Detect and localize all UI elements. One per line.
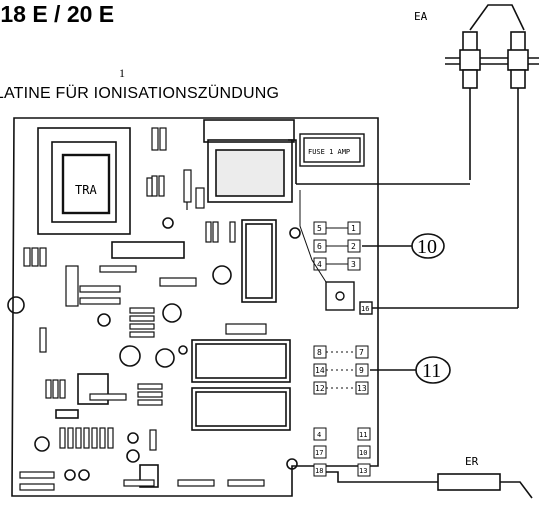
terminal-bottom-right: 11 10 13 (357, 427, 371, 477)
terminal-br-3: 13 (359, 467, 367, 475)
terminal-7: 7 (359, 348, 364, 357)
terminal-16 (325, 281, 373, 315)
terminal-12: 12 (315, 384, 325, 393)
board-outline (11, 117, 379, 497)
terminal-bl-1: 4 (317, 431, 321, 439)
transformer-label: TRA (75, 183, 97, 197)
terminal-2: 2 (351, 242, 356, 251)
callout-11: 11 (415, 356, 451, 384)
relay-ic (55, 219, 291, 488)
terminal-13: 13 (357, 384, 367, 393)
terminal-br-1: 11 (359, 431, 367, 439)
terminal-3: 3 (351, 260, 356, 269)
terminal-group-11: 8 7 14 9 12 13 (313, 345, 369, 395)
ignition-transformer (203, 119, 297, 203)
ionisation-electrode (437, 473, 533, 499)
fuse (299, 133, 365, 167)
diagram-title: ER 18 E / 20 E (0, 1, 114, 27)
trace-lines (299, 190, 356, 389)
callout-11-label: 11 (422, 360, 441, 382)
terminal-1: 1 (351, 224, 356, 233)
terminal-4: 4 (317, 260, 322, 269)
board-subtitle: PLATINE FÜR IONISATIONSZÜNDUNG (0, 84, 279, 102)
mark-label: 1 (119, 66, 125, 80)
terminal-bl-3: 18 (315, 467, 323, 475)
fuse-label: FUSE 1 AMP (308, 148, 350, 156)
terminal-bottom-left: 4 17 18 (313, 427, 327, 477)
component-columns (23, 221, 236, 451)
ignition-electrode (445, 4, 539, 308)
mounting-holes (7, 217, 301, 481)
resistor-rows (19, 265, 267, 491)
terminal-br-2: 10 (359, 449, 367, 457)
resistor-cluster-top (146, 127, 205, 210)
ionisation-wire (326, 471, 438, 483)
terminal-5: 5 (317, 224, 322, 233)
terminal-8: 8 (317, 348, 322, 357)
ionisation-electrode-label: ER (465, 455, 479, 468)
terminal-14: 14 (315, 366, 325, 375)
terminal-16-label: 16 (361, 305, 369, 313)
terminal-bl-2: 17 (315, 449, 323, 457)
ignition-electrode-label: EA (414, 10, 428, 23)
terminal-6: 6 (317, 242, 322, 251)
callout-10-label: 10 (417, 236, 437, 258)
callout-10: 10 (411, 233, 445, 259)
terminal-9: 9 (359, 366, 364, 375)
transformer (37, 127, 131, 235)
